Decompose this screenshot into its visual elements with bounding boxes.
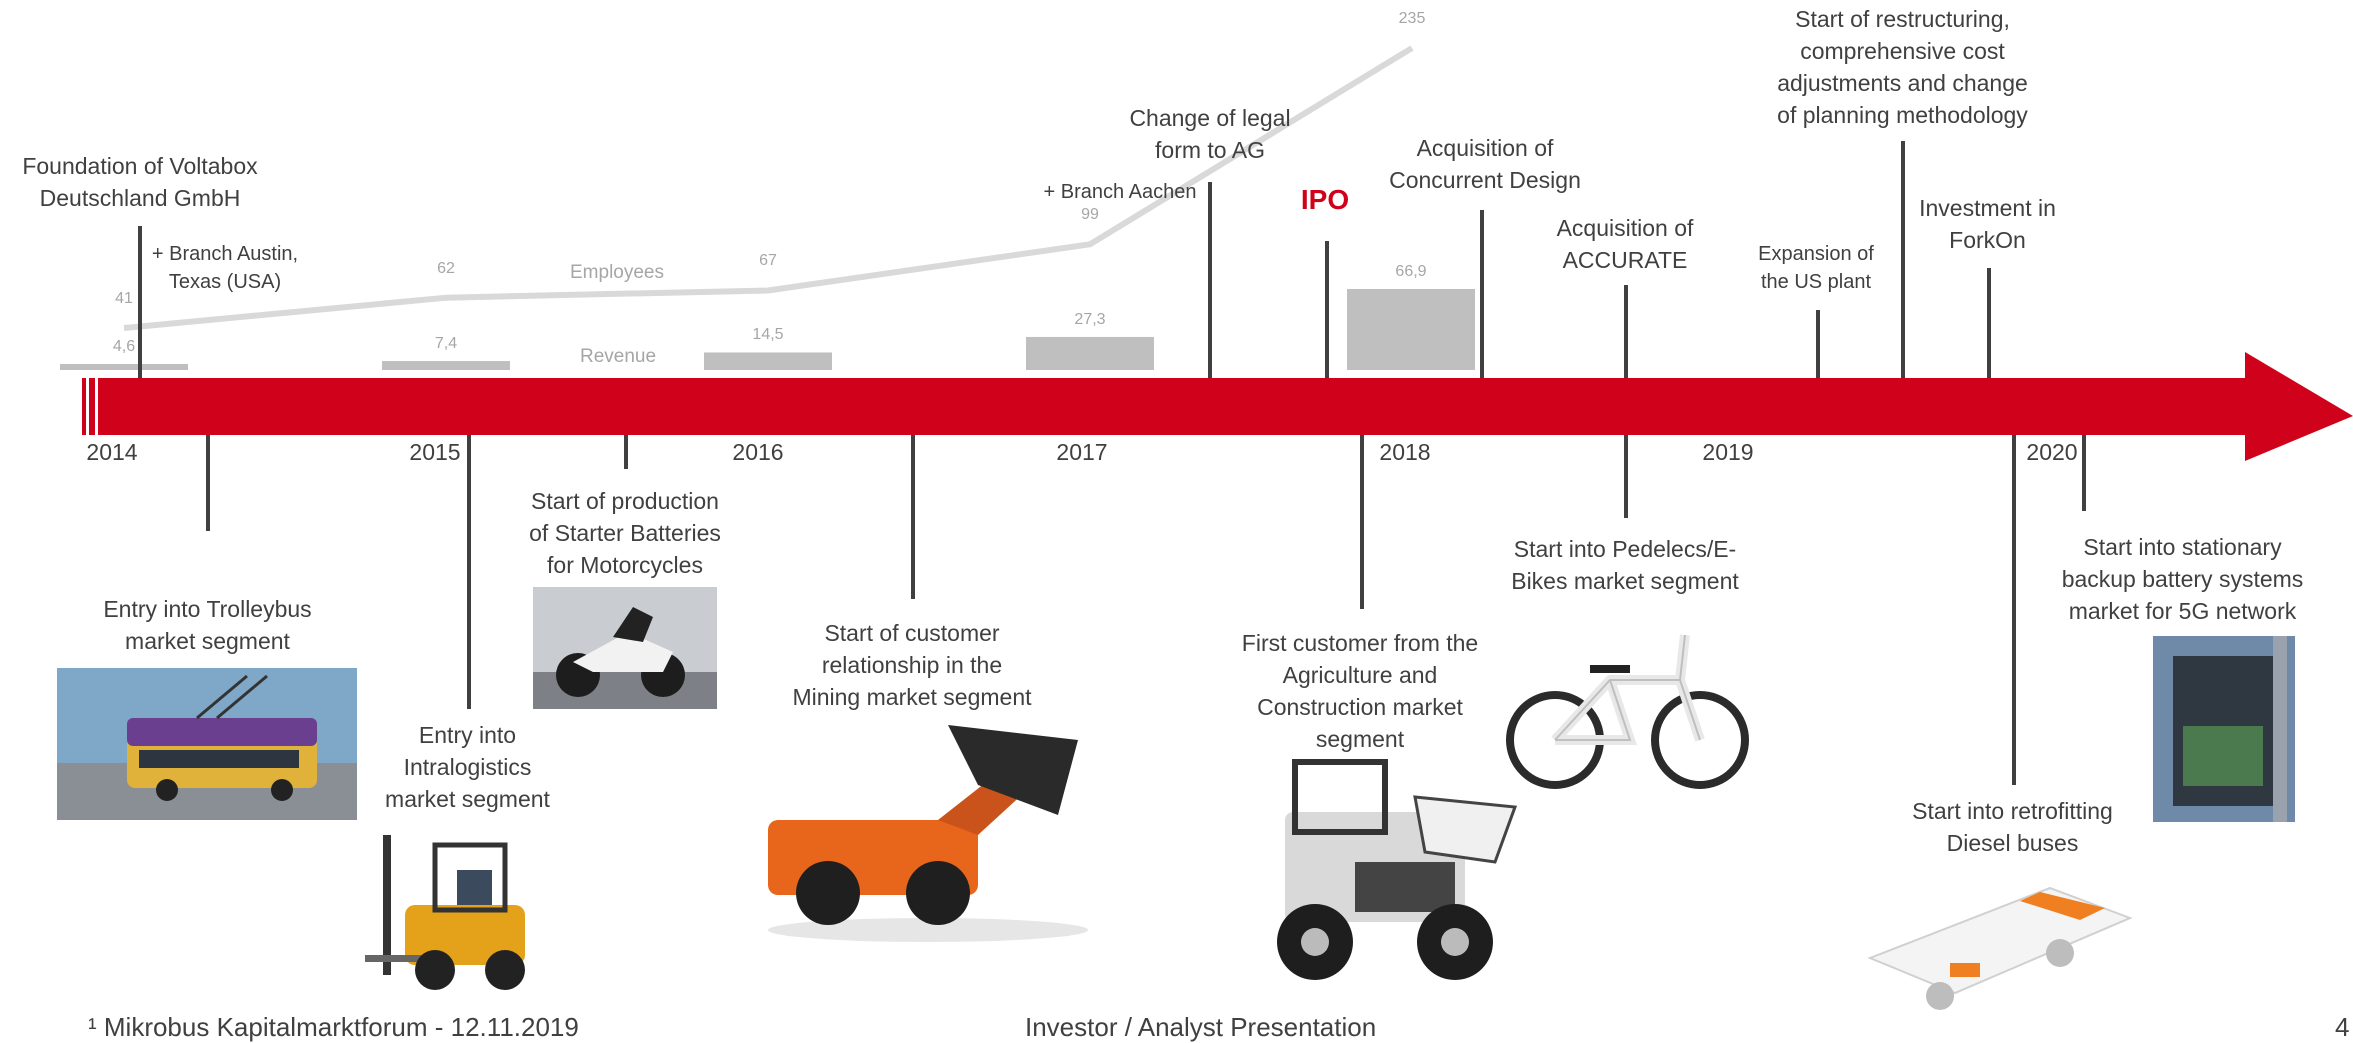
event-connector — [1901, 141, 1905, 378]
event-us-plant: Expansion of the US plant — [1758, 243, 1874, 293]
revenue-value-label: 27,3 — [1074, 310, 1106, 328]
diesel-bus-image — [1860, 868, 2140, 1027]
agriculture-vehicle-image — [1225, 752, 1535, 992]
5g-battery-cabinet-image — [2153, 636, 2295, 822]
event-agriculture: First customer from the Agriculture and … — [1241, 630, 1479, 752]
forklift-image — [365, 825, 565, 997]
revenue-bar — [1026, 336, 1154, 370]
event-connector — [206, 435, 210, 531]
year-label: 2018 — [1379, 439, 1431, 465]
event-ipo: IPO — [1300, 184, 1350, 215]
employees-series — [123, 45, 1414, 331]
revenue-series — [60, 289, 1475, 370]
mining-loader-image — [748, 725, 1108, 945]
event-concurrent-design: Acquisition of Concurrent Design — [1389, 135, 1581, 193]
event-connector — [1816, 310, 1820, 378]
employees-value-label: 99 — [1081, 206, 1099, 224]
event-connector — [1325, 241, 1329, 378]
year-label: 2016 — [732, 439, 784, 465]
year-label: 2017 — [1056, 439, 1108, 465]
year-label: 2019 — [1702, 439, 1754, 465]
year-label: 2015 — [409, 439, 461, 465]
event-restructuring: Start of restructuring, comprehensive co… — [1777, 6, 2028, 128]
employees-series-label: Employees — [570, 262, 664, 283]
revenue-value-label: 4,6 — [112, 338, 136, 355]
revenue-bar — [382, 361, 510, 370]
page-number: 4 — [2335, 1012, 2350, 1042]
revenue-value-label: 14,5 — [752, 326, 784, 344]
timeline-arrow — [82, 352, 2353, 461]
employees-value-label: 41 — [115, 290, 133, 307]
footnote: ¹ Mikrobus Kapitalmarktforum - 12.11.201… — [88, 1012, 579, 1042]
employees-line — [123, 45, 1414, 331]
event-accurate: Acquisition of ACCURATE — [1556, 215, 1694, 273]
event-connector — [624, 435, 628, 469]
employees-value-label: 235 — [1398, 10, 1426, 27]
arrow-tail-stripe — [95, 378, 98, 435]
event-stationary: Start into stationary backup battery sys… — [2061, 534, 2304, 624]
event-legal-form: Change of legal form to AG — [1129, 105, 1291, 163]
event-starter-batteries: Start of production of Starter Batteries… — [529, 488, 721, 578]
event-connector — [1480, 210, 1484, 378]
arrow-tail-stripe — [86, 378, 89, 435]
revenue-value-label: 7,4 — [434, 335, 458, 353]
event-forkon: Investment in ForkOn — [1919, 195, 2056, 253]
event-connector — [1360, 435, 1364, 609]
revenue-bar — [1347, 289, 1475, 370]
revenue-value-label: 66,9 — [1395, 263, 1427, 280]
event-branch-austin: + Branch Austin, Texas (USA) — [151, 243, 299, 293]
footer-title: Investor / Analyst Presentation — [1025, 1012, 1377, 1042]
event-connector — [911, 435, 915, 599]
event-mining: Start of customer relationship in the Mi… — [792, 620, 1032, 710]
employees-value-label: 62 — [437, 259, 455, 277]
event-connector — [1624, 435, 1628, 518]
event-connector — [2012, 435, 2016, 785]
revenue-bar — [704, 352, 832, 370]
event-connector — [467, 435, 471, 709]
revenue-bar — [60, 364, 188, 370]
event-retrofit: Start into retrofitting Diesel buses — [1912, 798, 2113, 856]
event-connector — [138, 226, 142, 378]
event-foundation: Foundation of Voltabox Deutschland GmbH — [22, 153, 258, 211]
event-trolleybus: Entry into Trolleybus market segment — [103, 596, 312, 654]
event-connector — [1987, 268, 1991, 378]
employees-value-label: 67 — [759, 252, 777, 270]
motorcycle-image — [533, 587, 717, 709]
year-label: 2014 — [86, 439, 138, 465]
year-label: 2020 — [2026, 439, 2078, 465]
ebike-image — [1505, 605, 1750, 805]
revenue-series-label: Revenue — [580, 346, 657, 367]
event-branch-aachen: + Branch Aachen — [1043, 181, 1197, 203]
event-connector — [2082, 435, 2086, 511]
event-pedelecs: Start into Pedelecs/E- Bikes market segm… — [1511, 536, 1739, 594]
event-connector — [1624, 285, 1628, 378]
trolleybus-image — [57, 668, 357, 820]
event-connector — [1208, 182, 1212, 378]
event-intralogistics: Entry into Intralogistics market segment — [385, 722, 550, 812]
